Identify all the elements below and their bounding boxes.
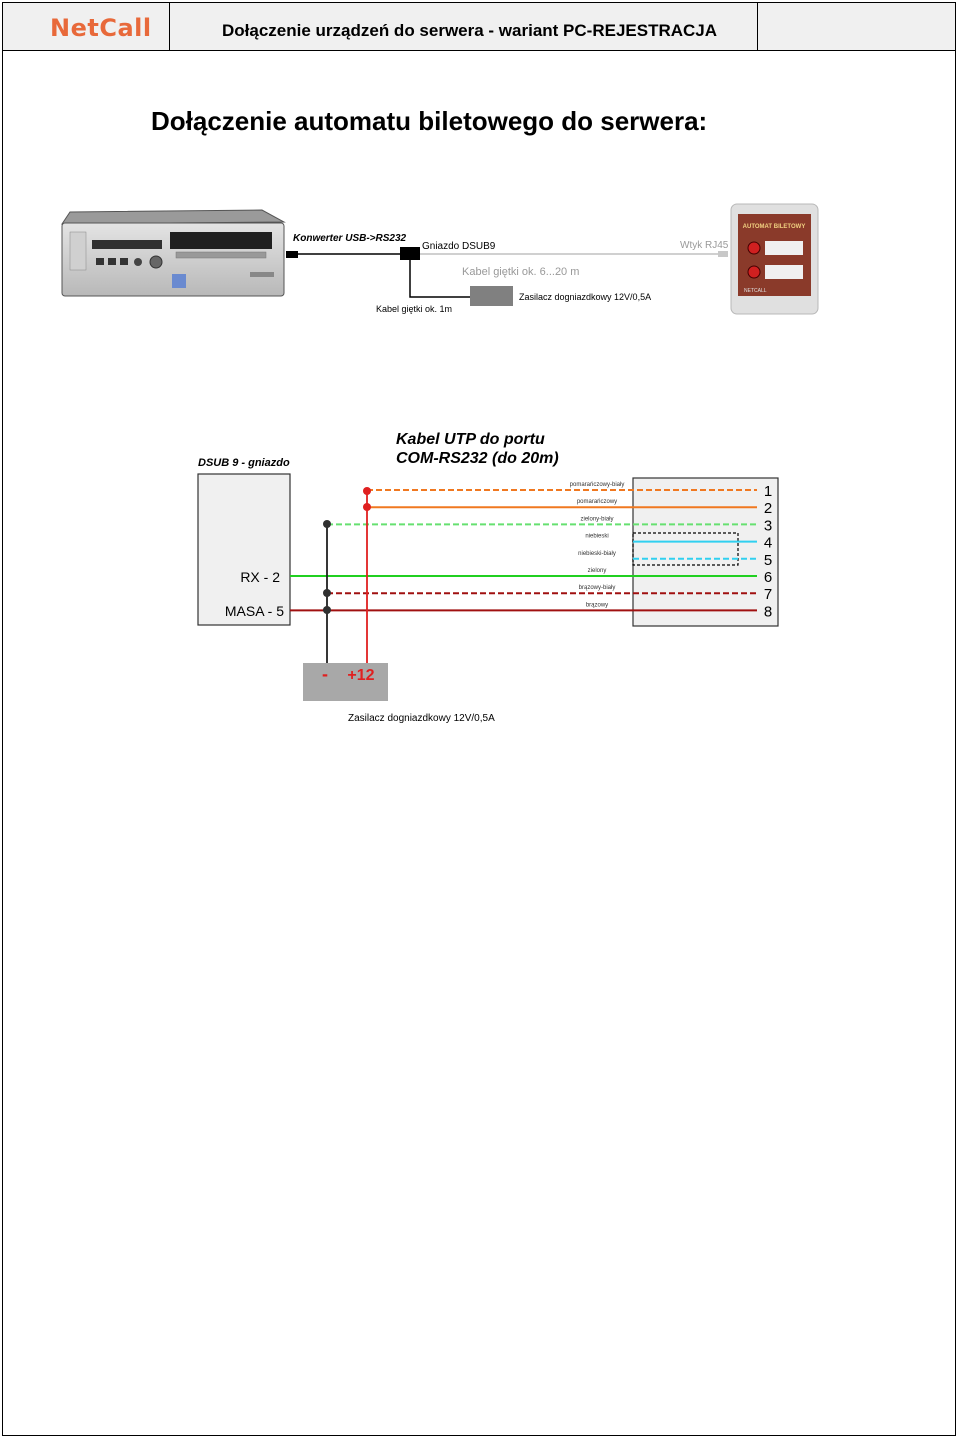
rj45-pin-number: 2: [764, 500, 772, 517]
rj45-label: Wtyk RJ45: [680, 240, 729, 251]
short-cable: [409, 260, 470, 298]
junction-dot: [323, 606, 331, 614]
header-divider: [169, 2, 170, 50]
wire-color-label: niebieski-biały: [578, 551, 616, 557]
psu-box-top: [470, 286, 513, 306]
utp-title-line2: COM-RS232 (do 20m): [396, 450, 559, 467]
junction-dot: [323, 589, 331, 597]
rj45-pin-number: 5: [764, 552, 772, 569]
rj45-pin-number: 8: [764, 603, 772, 620]
header-divider: [757, 2, 758, 50]
wire-color-label: brązowy-biały: [579, 585, 616, 591]
junction-dot: [323, 520, 331, 528]
ticket-machine-icon: AUTOMAT BILETOWY NETCALL: [730, 203, 819, 315]
dsub-title: DSUB 9 - gniazdo: [198, 457, 290, 469]
device-brand: NETCALL: [744, 288, 767, 294]
page-title: Dołączenie automatu biletowego do serwer…: [151, 106, 708, 136]
header-title: Dołączenie urządzeń do serwera - wariant…: [222, 21, 718, 40]
dsub-socket: [400, 247, 420, 260]
desktop-computer-icon: [61, 209, 286, 297]
unused-pair-marker: [632, 532, 739, 566]
short-cable-label: Kabel giętki ok. 1m: [376, 304, 452, 314]
wire-color-label: pomarańczowy: [577, 499, 617, 505]
rj45-pin-number: 6: [764, 569, 772, 586]
psu-minus-label: -: [322, 664, 328, 684]
dsub-socket-label: Gniazdo DSUB9: [422, 241, 496, 252]
wire-color-label: brązowy: [586, 602, 608, 608]
utp-title-line1: Kabel UTP do portu: [396, 431, 545, 448]
long-cable-label: Kabel giętki ok. 6...20 m: [462, 266, 579, 278]
rj45-pin-number: 1: [764, 483, 772, 500]
wire-color-label: pomarańczowy-biały: [570, 482, 625, 488]
psu-label-top: Zasilacz dogniazdkowy 12V/0,5A: [519, 292, 651, 302]
wire-color-label: zielony: [588, 568, 607, 574]
rj45-pin-number: 7: [764, 586, 772, 603]
junction-dot: [363, 503, 371, 511]
junction-dot: [363, 487, 371, 495]
device-panel-title: AUTOMAT BILETOWY: [743, 224, 806, 230]
rj45-pin-number: 4: [764, 535, 772, 552]
converter-label: Konwerter USB->RS232: [293, 233, 407, 244]
usb-plug: [286, 251, 298, 258]
psu-box: [303, 663, 388, 701]
dsub-box: [197, 473, 291, 626]
rj45-box: [632, 477, 779, 627]
rj45-pin-number: 3: [764, 517, 772, 534]
wire-color-label: niebieski: [585, 534, 608, 540]
netcall-logo: NetCall: [50, 14, 152, 42]
wire-color-label: zielony-biały: [580, 516, 613, 522]
header-bar: NetCall Dołączenie urządzeń do serwera -…: [2, 2, 956, 51]
pin-gnd-label: MASA - 5: [225, 603, 284, 619]
rj45-plug: [718, 251, 728, 257]
psu-plus-label: +12: [347, 667, 374, 684]
psu-label-bottom: Zasilacz dogniazdkowy 12V/0,5A: [348, 713, 495, 724]
pin-rx-label: RX - 2: [240, 569, 280, 585]
